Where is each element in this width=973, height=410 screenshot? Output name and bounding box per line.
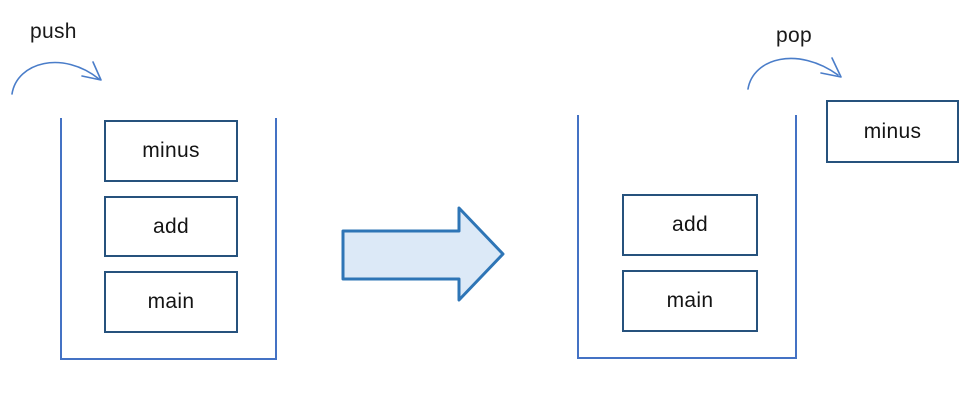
stack-item-label: add <box>153 214 189 238</box>
stack-item-label: main <box>147 290 195 313</box>
push-label: push <box>30 20 77 43</box>
popped-item-box: minus <box>826 100 959 163</box>
stack-after-container <box>577 115 797 359</box>
stack-item-label: add <box>672 213 708 236</box>
stack-item-add: add <box>104 196 238 257</box>
pop-arrow-icon <box>747 57 842 90</box>
stack-item-main: main <box>104 271 238 333</box>
stack-before-container <box>60 118 277 360</box>
stack-item-add-after: add <box>622 194 758 256</box>
stack-item-main-after: main <box>622 270 758 332</box>
stack-item-minus: minus <box>104 120 238 182</box>
push-arrow-icon <box>11 61 102 95</box>
stack-item-label: minus <box>142 139 200 162</box>
transform-block-arrow-icon <box>341 206 505 302</box>
stack-item-label: main <box>666 289 714 312</box>
pop-label: pop <box>776 24 812 47</box>
popped-item-label: minus <box>863 119 922 143</box>
